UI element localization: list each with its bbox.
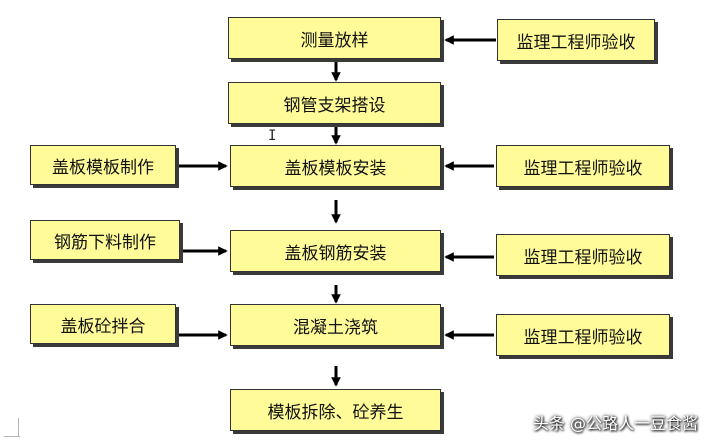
main-step-formwork-install: 盖板模板安装 <box>230 145 441 187</box>
main-step-scaffold: 钢管支架搭设 <box>228 82 441 124</box>
main-step-survey: 测量放样 <box>228 17 441 59</box>
text-cursor-icon: I <box>268 128 277 144</box>
watermark: 头条 @公路人一豆食酱 <box>532 414 698 433</box>
inspection-box-2: 监理工程师验收 <box>496 145 670 187</box>
inspection-box-1: 监理工程师验收 <box>497 19 655 61</box>
main-step-concrete-pour: 混凝土浇筑 <box>230 304 441 346</box>
inspection-box-4: 监理工程师验收 <box>496 314 670 356</box>
main-step-rebar-install: 盖板钢筋安装 <box>230 230 441 272</box>
main-step-demold-cure: 模板拆除、砼养生 <box>230 389 441 431</box>
page-corner-mark <box>4 418 19 436</box>
side-step-rebar-cut: 钢筋下料制作 <box>30 220 180 260</box>
side-step-concrete-mix: 盖板砼拌合 <box>30 304 176 344</box>
side-step-formwork-make: 盖板模板制作 <box>30 145 176 185</box>
inspection-box-3: 监理工程师验收 <box>496 234 670 276</box>
page-corner-mark <box>4 418 20 437</box>
